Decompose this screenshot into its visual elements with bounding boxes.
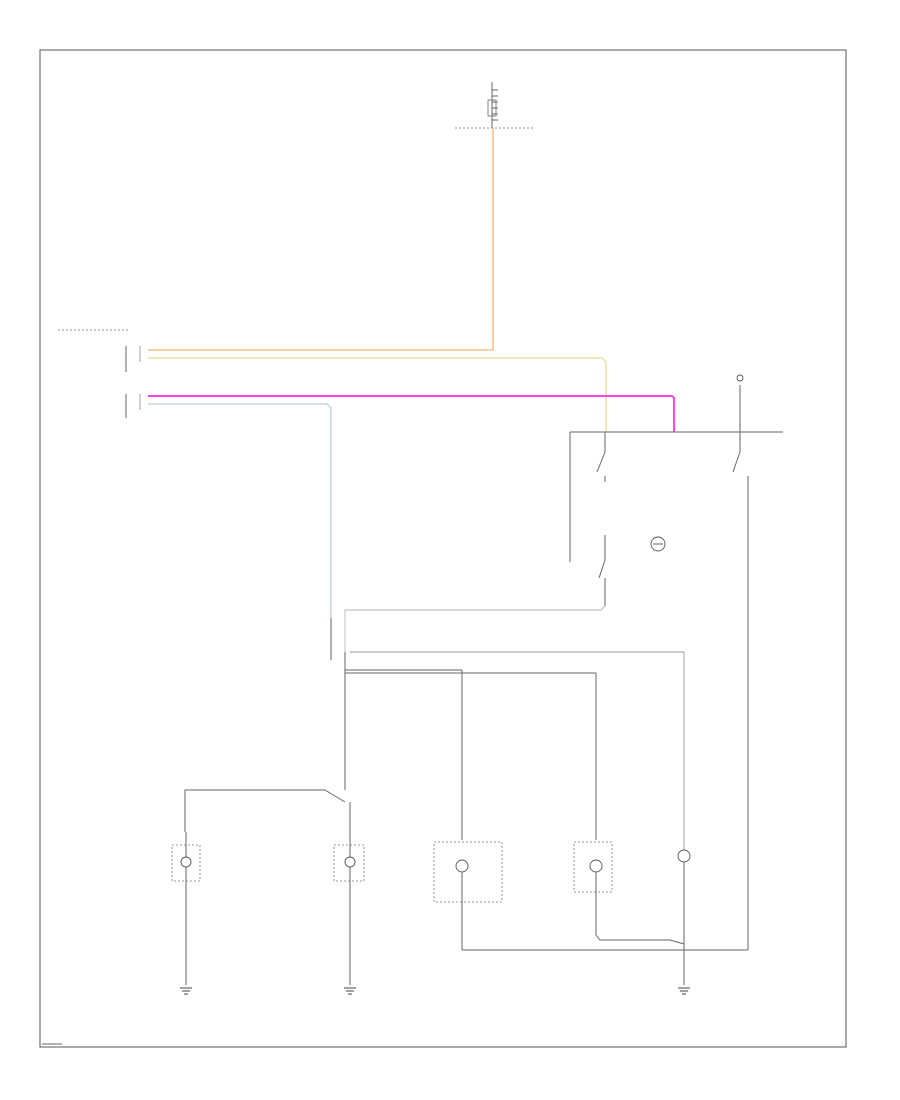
seat-switch-left [171,789,346,995]
bulb-icon [455,859,469,873]
splice-block [330,618,685,850]
pink-wire [148,395,675,432]
seat-switch-right [333,802,365,995]
orange-wire [148,128,494,351]
bulb-icon [180,856,192,868]
fuse-icon [487,99,497,117]
ground-icon [180,987,192,995]
body-control-module-connector [58,329,141,418]
indicator-cluster [433,841,748,995]
gray-return-wire [344,605,606,652]
fuse-block [455,82,535,129]
diagram-frame [39,49,847,1048]
ground-icon [678,987,690,995]
light-blue-wire [148,403,332,618]
switch-assembly [569,374,783,950]
ground-icon [344,987,356,995]
